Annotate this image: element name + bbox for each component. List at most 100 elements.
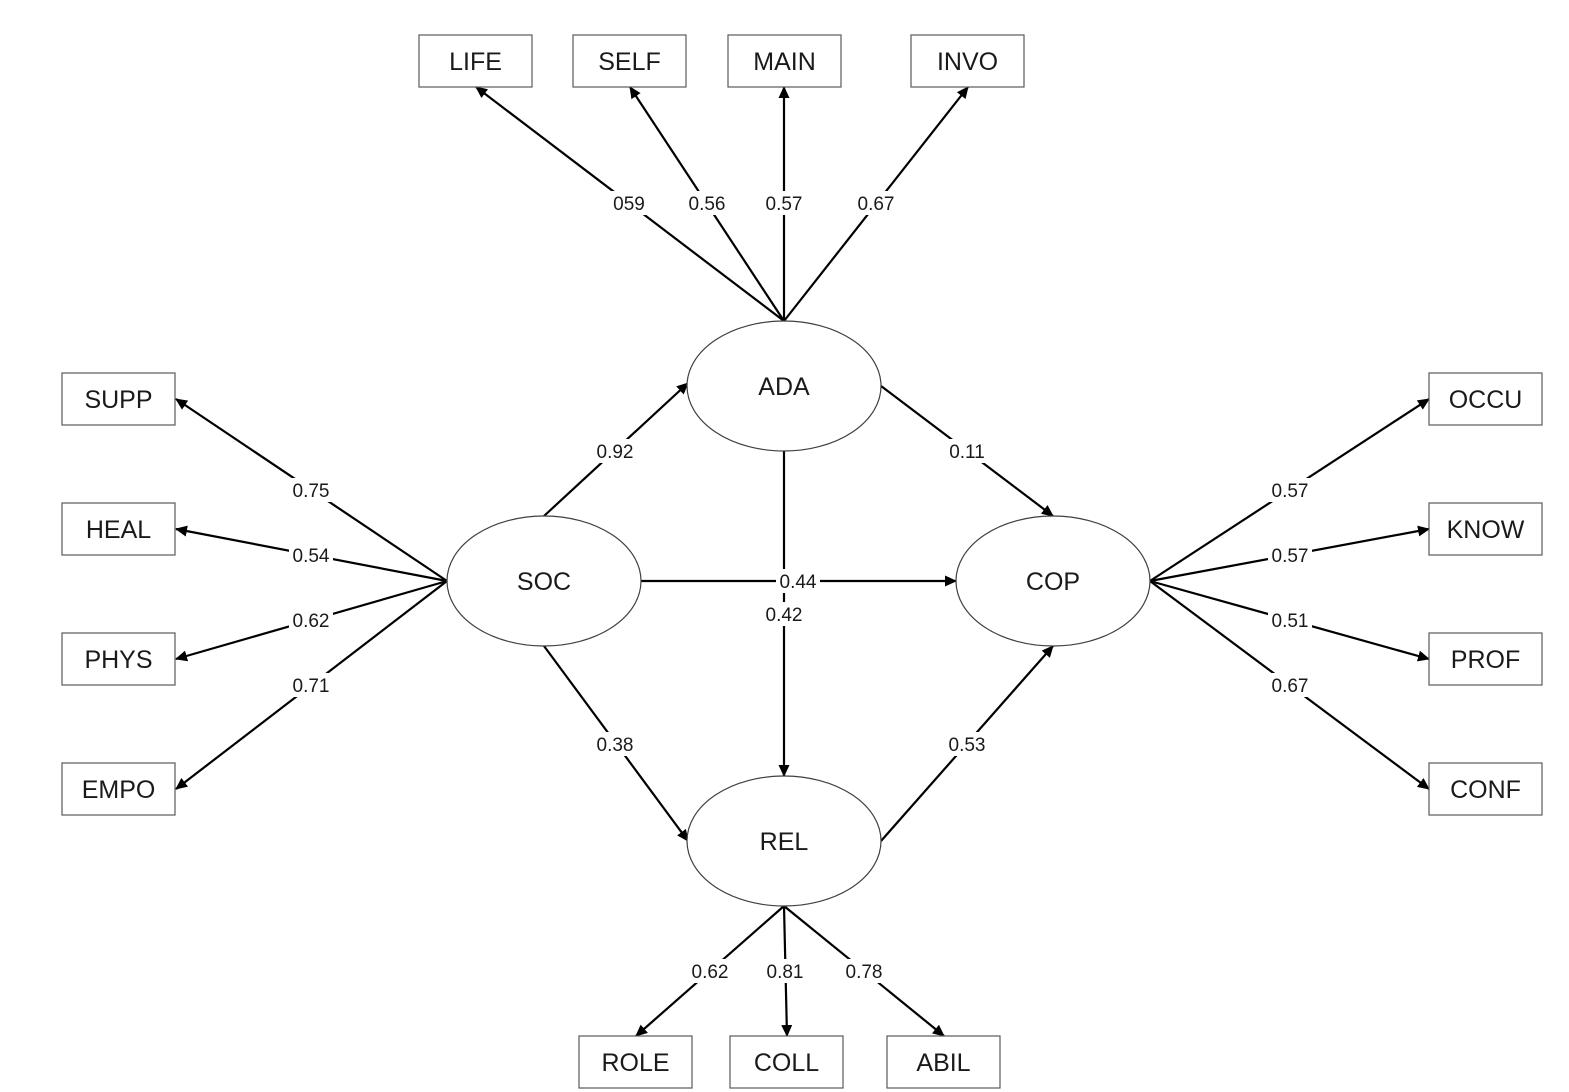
loading-label-coll: 0.81 [767,962,804,983]
loading-label-life: 059 [613,194,645,215]
indicator-node-invo: INVO [910,34,1025,88]
indicator-node-phys: PHYS [61,632,176,686]
latent-node-rel: REL [686,775,882,907]
latent-label-ada: ADA [758,373,810,401]
indicator-label-prof: PROF [1451,646,1520,674]
loading-label-phys: 0.62 [293,611,330,632]
path-coefficient-soc-to-rel-bg [593,732,637,756]
loading-label-supp-bg [289,478,333,502]
path-coefficient-ada-to-rel: 0.42 [766,605,803,626]
latent-node-cop: COP [955,515,1151,647]
indicator-box-role [578,1035,693,1089]
path-coefficient-rel-to-cop-bg [945,732,989,756]
indicator-label-abil: ABIL [916,1049,970,1077]
indicator-box-empo [61,762,176,816]
indicator-node-life: LIFE [418,34,533,88]
loading-label-role-bg [688,959,732,983]
indicator-box-occu [1428,372,1543,426]
path-coefficient-rel-to-cop: 0.53 [949,735,986,756]
path-coefficient-ada-to-cop-bg [945,439,989,463]
latent-label-cop: COP [1026,568,1080,596]
loading-label-heal-bg [289,543,333,567]
loading-label-occu-bg [1268,478,1312,502]
path-coefficient-soc-to-ada-bg [593,439,637,463]
indicator-box-coll [729,1035,844,1089]
nodes-layer: ADA SOC COP REL LIFE SELF MAIN INVO SUPP HEAL PHYS… [61,34,1543,1089]
loading-label-empo: 0.71 [293,676,330,697]
loading-label-main-bg [762,191,806,215]
indicator-box-phys [61,632,176,686]
loading-label-conf: 0.67 [1272,676,1309,697]
indicator-node-self: SELF [572,34,687,88]
indicator-node-occu: OCCU [1428,372,1543,426]
loading-label-know-bg [1268,543,1312,567]
loading-label-abil-bg [842,959,886,983]
latent-node-ada: ADA [686,320,882,452]
loading-label-self-bg [685,191,729,215]
indicator-label-supp: SUPP [84,386,152,414]
indicator-label-life: LIFE [449,48,502,76]
loading-label-invo: 0.67 [858,194,895,215]
indicator-box-supp [61,372,176,426]
indicator-box-know [1428,502,1543,556]
indicator-box-self [572,34,687,88]
indicator-box-invo [910,34,1025,88]
indicator-node-conf: CONF [1428,762,1543,816]
loading-label-role: 0.62 [692,962,729,983]
indicator-label-conf: CONF [1450,776,1521,804]
indicator-label-role: ROLE [601,1049,669,1077]
indicator-node-heal: HEAL [61,502,176,556]
latent-ellipse-ada [686,320,882,452]
path-coefficient-soc-to-cop-bg [776,569,820,593]
latent-node-soc: SOC [446,515,642,647]
indicator-box-prof [1428,632,1543,686]
indicator-node-role: ROLE [578,1035,693,1089]
indicator-box-abil [886,1035,1001,1089]
indicator-label-invo: INVO [937,48,998,76]
indicator-node-supp: SUPP [61,372,176,426]
path-coefficient-ada-to-rel-bg [762,602,806,626]
loading-label-conf-bg [1268,673,1312,697]
loading-label-know: 0.57 [1272,546,1309,567]
indicator-node-prof: PROF [1428,632,1543,686]
indicator-node-empo: EMPO [61,762,176,816]
latent-label-rel: REL [760,828,809,856]
latent-ellipse-soc [446,515,642,647]
loading-label-prof: 0.51 [1272,611,1309,632]
indicator-label-heal: HEAL [86,516,151,544]
indicator-node-main: MAIN [727,34,842,88]
indicator-node-know: KNOW [1428,502,1543,556]
loading-label-abil: 0.78 [846,962,883,983]
indicator-label-coll: COLL [754,1049,819,1077]
indicator-label-know: KNOW [1447,516,1525,544]
latent-label-soc: SOC [517,568,571,596]
loading-label-heal: 0.54 [293,546,330,567]
indicator-node-coll: COLL [729,1035,844,1089]
indicator-box-heal [61,502,176,556]
indicator-box-life [418,34,533,88]
indicator-node-abil: ABIL [886,1035,1001,1089]
latent-ellipse-rel [686,775,882,907]
path-coefficient-soc-to-cop: 0.44 [780,572,817,593]
loading-label-coll-bg [763,959,807,983]
indicator-label-main: MAIN [753,48,816,76]
loading-label-life-bg [607,191,651,215]
loading-label-occu: 0.57 [1272,481,1309,502]
loading-label-supp: 0.75 [293,481,330,502]
indicator-label-empo: EMPO [82,776,156,804]
indicator-box-main [727,34,842,88]
indicator-label-occu: OCCU [1449,386,1523,414]
loading-label-phys-bg [289,608,333,632]
loading-label-prof-bg [1268,608,1312,632]
path-coefficient-soc-to-ada: 0.92 [597,442,634,463]
indicator-label-self: SELF [598,48,661,76]
latent-ellipse-cop [955,515,1151,647]
indicator-box-conf [1428,762,1543,816]
indicator-label-phys: PHYS [84,646,152,674]
loading-label-invo-bg [854,191,898,215]
loading-label-main: 0.57 [766,194,803,215]
path-coefficient-ada-to-cop: 0.11 [949,442,985,463]
loading-label-empo-bg [289,673,333,697]
